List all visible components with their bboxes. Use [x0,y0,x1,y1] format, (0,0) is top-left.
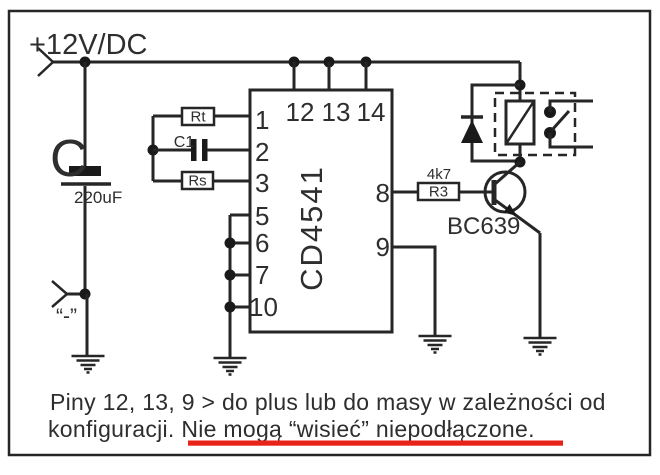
capacitor-name: C [50,130,88,188]
pin-1: 1 [255,105,269,135]
base-resistor-r3: 4k7 R3 [392,166,494,202]
junction-dot [224,237,236,249]
r3-value: 4k7 [427,166,451,183]
pin-13: 13 [322,97,351,127]
note-line1: Piny 12, 13, 9 > do plus lub do masy w z… [50,389,606,415]
transistor-label: BC639 [447,213,520,240]
grounded-pins-bus [212,213,250,376]
junction-dot [79,288,91,300]
minus-connector-icon [51,280,69,308]
collector-wire [494,160,521,186]
rs-label: Rs [188,173,206,190]
power-rail: +12V/DC [29,29,520,77]
capacitor-value: 220uF [74,188,122,207]
capacitor-c1-plate [191,139,197,161]
ic-name: CD4541 [294,165,329,291]
junction-dot [224,269,236,281]
r3-label: R3 [429,184,448,201]
pin-3: 3 [255,168,269,198]
diagram-border [7,9,652,457]
ground-icon [70,354,106,374]
emitter-arrow-icon [503,204,517,216]
pin9-ground-net [392,245,453,354]
filter-capacitor: C 220uF [50,62,122,294]
negative-terminal: “-” [51,280,106,374]
capacitor-plus-plate [69,166,101,176]
rt-label: Rt [191,109,207,126]
junction-dot [224,301,236,313]
relay-block [461,62,593,168]
timing-network: Rt C1 Rs [147,106,250,191]
pin-5: 5 [255,201,269,231]
red-underline [188,440,563,446]
transistor-bc639: BC639 [447,160,558,356]
ground-icon [212,356,248,376]
pin-2: 2 [255,137,269,167]
note: Piny 12, 13, 9 > do plus lub do masy w z… [48,389,606,446]
relay-outline [493,91,577,157]
pin-6: 6 [255,228,269,258]
pin-12: 12 [286,97,315,127]
supply-label: +12V/DC [29,29,147,61]
pin-10: 10 [249,292,278,322]
capacitor-c1-plate [202,139,208,161]
c1-label: C1 [174,134,195,151]
emitter-wire [494,198,541,235]
ground-icon [522,336,558,356]
ic-cd4541: CD4541 1 2 3 5 6 7 10 12 13 14 8 9 [248,62,394,334]
pin-14: 14 [357,97,386,127]
pin-9: 9 [376,232,390,262]
relay-contact-icon [544,99,593,149]
pin-8: 8 [376,178,390,208]
flyback-diode-icon [461,115,483,143]
pin-7: 7 [255,260,269,290]
ic-body [248,88,394,334]
note-line2: konfiguracji. Nie mogą “wisieć” niepodłą… [48,416,535,442]
minus-label: “-” [56,305,77,328]
relay-coil-icon [504,99,536,146]
ground-icon [417,334,453,354]
